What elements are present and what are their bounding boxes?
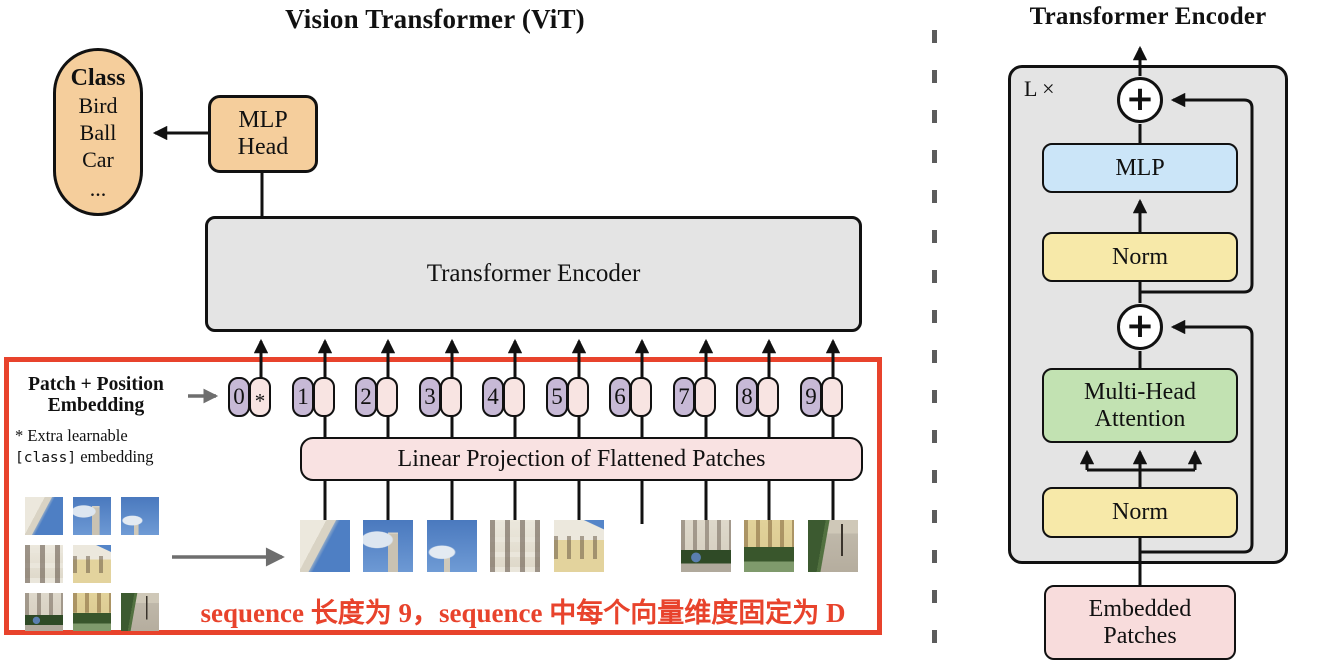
token-pair-5: 5 [546, 377, 589, 417]
token-pair-4: 4 [482, 377, 525, 417]
patch-embedding-token [376, 377, 398, 417]
linear-projection-box: Linear Projection of Flattened Patches [300, 437, 863, 481]
position-token: 5 [546, 377, 568, 417]
token-number: 2 [360, 384, 372, 409]
add-circle-middle: + [1117, 304, 1163, 350]
grid-patch-9 [121, 593, 159, 631]
mlp-residual-path [1140, 92, 1254, 294]
image-patch-3 [427, 520, 477, 572]
patch-embedding-token [821, 377, 843, 417]
class-header: Class [70, 64, 126, 91]
patch-position-label: Patch + Position Embedding [28, 374, 164, 416]
transformer-encoder-label: Transformer Encoder [426, 260, 641, 287]
image-patch-8 [744, 520, 794, 572]
mlp-head-line1: MLP [238, 107, 288, 133]
class-item: Car [82, 146, 114, 172]
class-item-ellipsis: ... [89, 175, 107, 201]
token-pair-1: 1 [292, 377, 335, 417]
token-pair-8: 8 [736, 377, 779, 417]
position-token: 9 [800, 377, 822, 417]
patch-embedding-token [757, 377, 779, 417]
grid-patch-2 [73, 497, 111, 535]
token-number: 5 [551, 384, 563, 409]
embedded-patches-box: Embedded Patches [1044, 585, 1236, 660]
token-pair-6: 6 [609, 377, 652, 417]
position-token: 0 [228, 377, 250, 417]
mlp-head-box: MLP Head [208, 95, 318, 173]
grid-patch-4 [25, 545, 63, 583]
mlp-head-line2: Head [237, 134, 289, 160]
class-code-token: [class] [15, 450, 77, 466]
extra-learnable-note: * Extra learnable [class] embedding [15, 426, 154, 466]
image-patch-1 [300, 520, 350, 572]
class-output-box: Class Bird Ball Car ... [53, 48, 143, 216]
grid-patch-3 [121, 497, 159, 535]
position-token: 1 [292, 377, 314, 417]
loop-count-label: L × [1024, 76, 1055, 101]
right-panel-title: Transformer Encoder [1029, 3, 1267, 30]
token-number: 1 [297, 384, 309, 409]
image-patch-9 [808, 520, 858, 572]
image-patch-4 [490, 520, 540, 572]
dashed-divider [932, 30, 937, 662]
class-token-star: * [254, 389, 266, 413]
grid-patch-6 [121, 545, 159, 583]
right-panel-connectors [1079, 45, 1254, 585]
token-pair-9: 9 [800, 377, 843, 417]
grey-arrows [172, 388, 285, 567]
plus-icon: + [1125, 305, 1155, 346]
plus-icon: + [1125, 78, 1155, 119]
norm-upper-box: Norm [1042, 232, 1238, 282]
left-panel-title: Vision Transformer (ViT) [285, 4, 585, 34]
token-number: 4 [487, 384, 499, 409]
position-token: 4 [482, 377, 504, 417]
token-number: 8 [741, 384, 753, 409]
position-token: 7 [673, 377, 695, 417]
token-pair-7: 7 [673, 377, 716, 417]
position-token: 6 [609, 377, 631, 417]
token-pair-2: 2 [355, 377, 398, 417]
patch-embedding-token [694, 377, 716, 417]
norm-lower-box: Norm [1042, 487, 1238, 538]
multi-head-attention-box: Multi-Head Attention [1042, 368, 1238, 443]
image-patch-5 [554, 520, 604, 572]
add-circle-top: + [1117, 77, 1163, 123]
grid-patch-1 [25, 497, 63, 535]
attention-residual-path [1140, 319, 1254, 554]
linear-projection-label: Linear Projection of Flattened Patches [397, 445, 766, 472]
image-patch-6 [617, 520, 667, 572]
position-token: 3 [419, 377, 441, 417]
token-number: 7 [678, 384, 690, 409]
patch-embedding-token [567, 377, 589, 417]
grid-patch-7 [25, 593, 63, 631]
position-token: 2 [355, 377, 377, 417]
token-pair-0: 0 * [228, 377, 271, 417]
token-pair-3: 3 [419, 377, 462, 417]
mlp-box: MLP [1042, 143, 1238, 193]
image-patch-7 [681, 520, 731, 572]
position-token: 8 [736, 377, 758, 417]
sequence-annotation: sequence 长度为 9，sequence 中每个向量维度固定为 D [200, 598, 846, 628]
grid-patch-8 [73, 593, 111, 631]
class-item: Bird [78, 92, 118, 118]
token-number: 3 [424, 384, 436, 409]
patch-embedding-token [630, 377, 652, 417]
class-item: Ball [79, 119, 117, 145]
patch-embedding-token [440, 377, 462, 417]
patch-embedding-token [503, 377, 525, 417]
grid-patch-5 [73, 545, 111, 583]
token-number: 9 [805, 384, 817, 409]
transformer-encoder-box: Transformer Encoder [205, 216, 862, 332]
class-embedding-token: * [249, 377, 271, 417]
patch-embedding-token [313, 377, 335, 417]
image-patch-2 [363, 520, 413, 572]
token-number: 0 [233, 384, 245, 409]
token-number: 6 [614, 384, 626, 409]
red-highlight-rectangle [4, 357, 882, 635]
